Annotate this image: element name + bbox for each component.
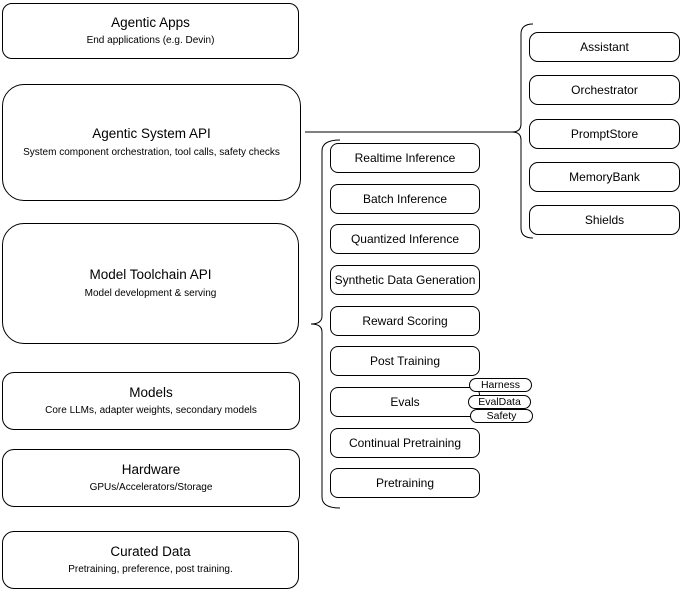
box-agentic-system-api: Agentic System API System component orch…	[2, 84, 301, 201]
box-orchestrator: Orchestrator	[529, 75, 680, 105]
box-continual-pretraining: Continual Pretraining	[330, 428, 480, 458]
box-agentic-system-api-title: Agentic System API	[92, 126, 211, 142]
box-agentic-system-api-subtitle: System component orchestration, tool cal…	[23, 146, 280, 158]
tag-harness: Harness	[469, 378, 532, 392]
box-batch-inference: Batch Inference	[330, 184, 480, 214]
brace-toolchain-group	[310, 139, 341, 509]
box-post-training: Post Training	[330, 346, 480, 376]
box-model-toolchain-api-title: Model Toolchain API	[89, 267, 212, 283]
box-hardware-title: Hardware	[121, 461, 181, 477]
box-reward-scoring: Reward Scoring	[330, 306, 480, 336]
box-assistant: Assistant	[529, 32, 680, 62]
box-hardware: Hardware GPUs/Accelerators/Storage	[2, 449, 300, 507]
box-pretraining: Pretraining	[330, 468, 480, 498]
box-agentic-apps-subtitle: End applications (e.g. Devin)	[86, 35, 215, 47]
box-curated-data-subtitle: Pretraining, preference, post training.	[68, 564, 233, 576]
box-realtime-inference: Realtime Inference	[330, 143, 480, 173]
box-agentic-apps-title: Agentic Apps	[111, 14, 190, 30]
box-shields: Shields	[529, 205, 680, 235]
box-hardware-subtitle: GPUs/Accelerators/Storage	[89, 482, 213, 494]
box-model-toolchain-api: Model Toolchain API Model development & …	[2, 223, 299, 344]
box-quantized-inference: Quantized Inference	[330, 224, 480, 254]
box-memorybank: MemoryBank	[529, 162, 680, 192]
box-curated-data-title: Curated Data	[110, 543, 191, 559]
box-models: Models Core LLMs, adapter weights, secon…	[2, 372, 300, 430]
box-model-toolchain-api-subtitle: Model development & serving	[84, 287, 217, 299]
box-promptstore: PromptStore	[529, 119, 680, 149]
box-models-title: Models	[129, 384, 173, 400]
box-evals: Evals	[330, 387, 480, 417]
box-agentic-apps: Agentic Apps End applications (e.g. Devi…	[2, 3, 299, 59]
box-models-subtitle: Core LLMs, adapter weights, secondary mo…	[45, 405, 257, 417]
tag-evaldata: EvalData	[468, 395, 531, 409]
brace-system-components-group	[511, 23, 534, 239]
box-synthetic-data-generation: Synthetic Data Generation	[330, 265, 480, 295]
tag-safety: Safety	[470, 409, 533, 423]
box-curated-data: Curated Data Pretraining, preference, po…	[2, 531, 299, 589]
